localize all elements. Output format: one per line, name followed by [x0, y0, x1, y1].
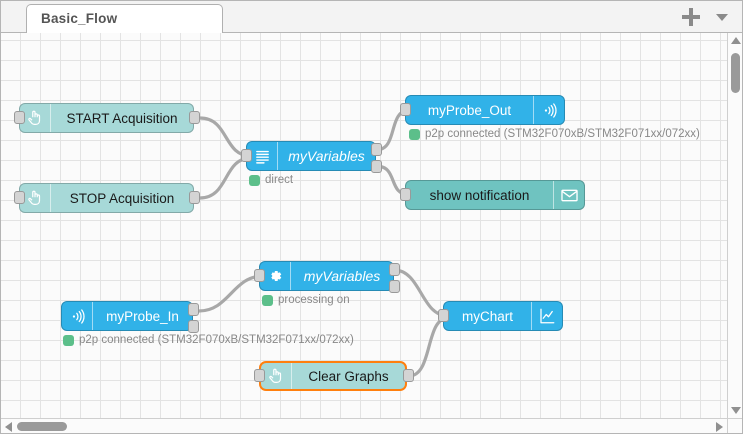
node-label: myChart	[461, 308, 513, 324]
vertical-scrollbar[interactable]	[727, 33, 742, 418]
status-my-variables-processing: processing on	[262, 294, 350, 306]
wire-cleargraphs-to-mychart	[407, 316, 450, 378]
tab-toolbar	[682, 1, 736, 33]
port-output1-myvariables-processing[interactable]	[389, 263, 400, 276]
status-my-variables-direct: direct	[249, 174, 293, 186]
flow-canvas[interactable]: START Acquisition STOP Acquisition	[1, 33, 727, 418]
port-output1-my-probe-in[interactable]	[188, 303, 199, 316]
node-my-probe-out[interactable]: myProbe_Out	[405, 95, 565, 125]
port-input-show-notification[interactable]	[400, 188, 411, 201]
port-output2-myvariables-processing[interactable]	[389, 280, 400, 293]
node-my-variables-direct[interactable]: myVariables	[246, 141, 376, 171]
status-text: p2p connected (STM32F070xB/STM32F071xx/0…	[425, 128, 700, 140]
port-input-start[interactable]	[14, 111, 25, 124]
status-text: p2p connected (STM32F070xB/STM32F071xx/0…	[79, 334, 354, 346]
node-label: show notification	[429, 187, 530, 203]
status-text: processing on	[278, 294, 350, 306]
wire-probein-to-myvariables	[197, 274, 265, 313]
vertical-scrollbar-thumb[interactable]	[731, 53, 740, 93]
tab-bar: Basic_Flow	[1, 1, 742, 33]
triangle-left-icon[interactable]	[5, 422, 12, 432]
wire-stop-to-myvariables	[198, 156, 253, 200]
chevron-down-icon[interactable]	[716, 13, 728, 21]
node-stop-acquisition[interactable]: STOP Acquisition	[19, 183, 194, 213]
status-my-probe-out: p2p connected (STM32F070xB/STM32F071xx/0…	[409, 128, 700, 140]
horizontal-scrollbar-thumb[interactable]	[17, 422, 67, 431]
node-my-variables-processing[interactable]: myVariables	[259, 261, 394, 291]
port-output2-my-probe-in[interactable]	[188, 320, 199, 333]
status-text: direct	[265, 174, 294, 186]
node-label: START Acquisition	[66, 110, 178, 126]
status-my-probe-in: p2p connected (STM32F070xB/STM32F071xx/0…	[63, 334, 354, 346]
port-output-start[interactable]	[189, 111, 200, 124]
plus-icon[interactable]	[682, 8, 700, 26]
signal-wave-icon	[533, 96, 564, 124]
port-input-my-probe-out[interactable]	[400, 103, 411, 116]
list-lines-icon	[247, 142, 278, 170]
horizontal-scrollbar[interactable]	[1, 418, 727, 433]
node-show-notification[interactable]: show notification	[405, 180, 585, 210]
status-dot	[409, 128, 420, 140]
node-label: STOP Acquisition	[69, 190, 175, 206]
status-dot	[262, 294, 273, 306]
triangle-down-icon[interactable]	[731, 407, 741, 414]
triangle-right-icon[interactable]	[716, 422, 723, 432]
hand-pointer-icon	[261, 363, 292, 389]
node-label: myVariables	[303, 268, 381, 284]
hand-pointer-icon	[20, 184, 51, 212]
tab-label: Basic_Flow	[41, 11, 118, 26]
scrollbar-corner	[727, 418, 742, 433]
status-dot	[249, 174, 260, 186]
port-input-myvariables-processing[interactable]	[254, 269, 265, 282]
hand-pointer-icon	[20, 104, 51, 132]
port-output1-myvariables-direct[interactable]	[371, 143, 382, 156]
tab-basic-flow[interactable]: Basic_Flow	[26, 4, 223, 33]
port-input-myvariables-direct[interactable]	[241, 149, 252, 162]
status-dot	[63, 334, 74, 346]
node-label: Clear Graphs	[308, 368, 389, 384]
triangle-up-icon[interactable]	[731, 37, 741, 44]
node-label: myProbe_Out	[427, 102, 512, 118]
envelope-icon	[553, 181, 584, 209]
port-output2-myvariables-direct[interactable]	[371, 160, 382, 173]
port-input-my-chart[interactable]	[438, 309, 449, 322]
port-input-clear-graphs[interactable]	[254, 369, 265, 382]
port-input-stop[interactable]	[14, 191, 25, 204]
node-label: myVariables	[288, 148, 365, 164]
node-start-acquisition[interactable]: START Acquisition	[19, 103, 194, 133]
signal-wave-icon	[62, 302, 93, 330]
line-chart-icon	[531, 302, 562, 330]
gear-icon	[260, 262, 291, 290]
node-label: myProbe_In	[106, 308, 179, 324]
port-output-clear-graphs[interactable]	[403, 369, 414, 382]
node-clear-graphs[interactable]: Clear Graphs	[259, 361, 407, 391]
port-output-stop[interactable]	[189, 191, 200, 204]
canvas-grid	[1, 33, 727, 418]
node-my-chart[interactable]: myChart	[443, 301, 563, 331]
node-my-probe-in[interactable]: myProbe_In	[61, 301, 193, 331]
